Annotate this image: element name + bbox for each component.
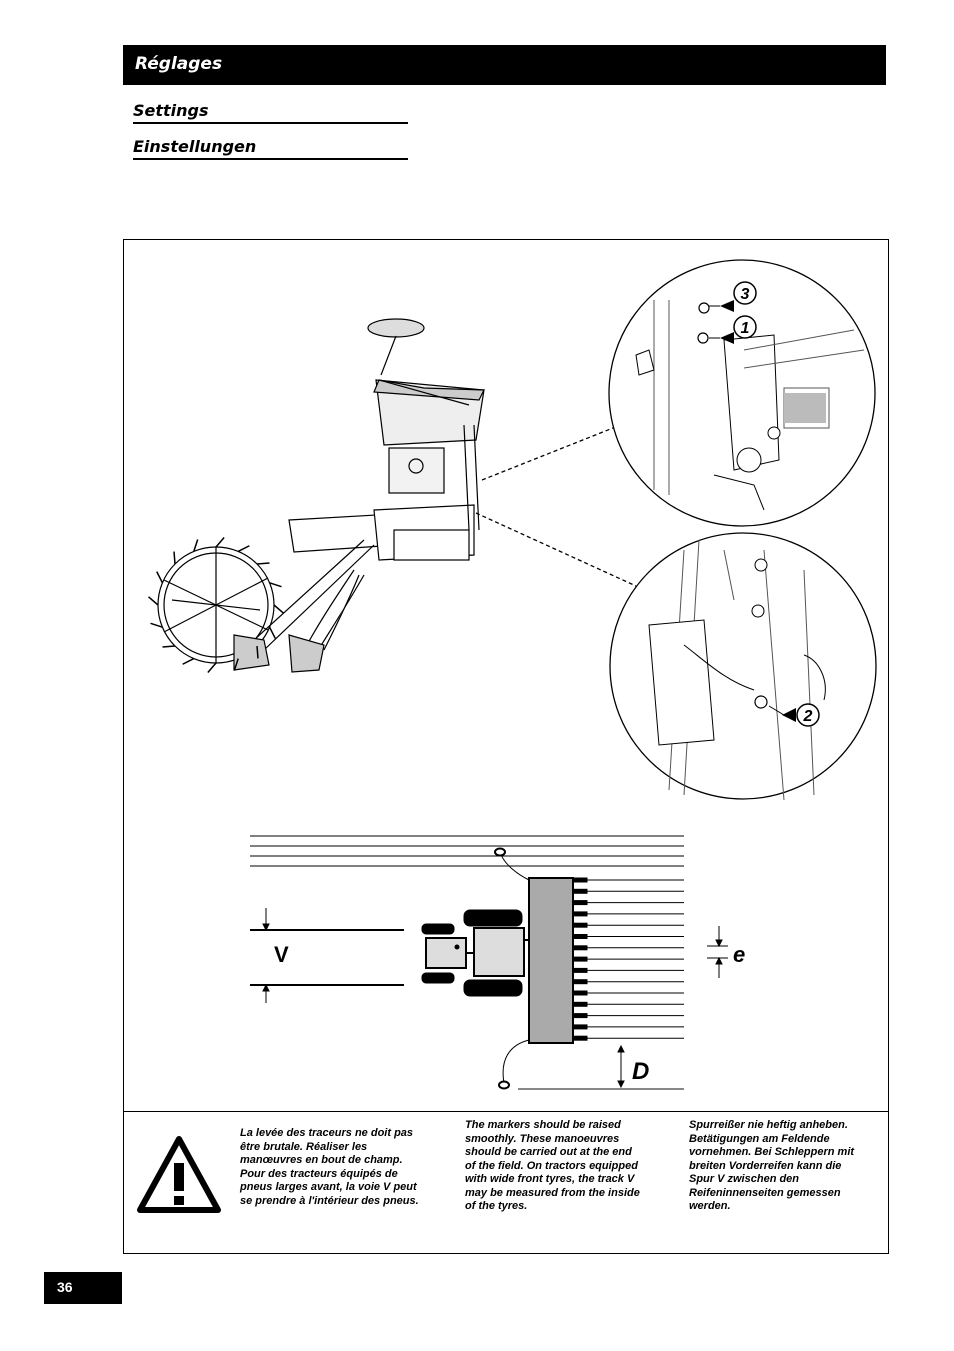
- page-title: Réglages: [135, 54, 223, 74]
- wheel-spike: [182, 657, 195, 665]
- wheel-spike: [148, 596, 159, 606]
- wheel-spike: [193, 539, 199, 552]
- note-french: La levée des traceurs ne doit pas être b…: [240, 1127, 419, 1207]
- callout-3-label: 3: [741, 286, 750, 303]
- technical-illustration: 3 1 2: [148, 259, 877, 1090]
- wheel-spike: [150, 622, 163, 628]
- wheel-spike: [233, 658, 239, 671]
- subheading-settings: Settings: [133, 101, 408, 124]
- callout-2: 2: [768, 703, 820, 727]
- wheel-spike: [215, 537, 225, 548]
- seed-row-tine: [572, 888, 588, 894]
- seed-row-tine: [572, 900, 588, 906]
- seed-row-tine: [572, 1024, 588, 1030]
- seed-row-tine: [572, 1013, 588, 1019]
- seed-row-tine: [572, 990, 588, 996]
- seed-row-tine: [572, 911, 588, 917]
- wheel-spike: [237, 545, 250, 553]
- note-german: Spurreißer nie heftig anheben. Betätigun…: [689, 1119, 855, 1212]
- wheel-spike: [273, 604, 284, 614]
- wheel-spike: [256, 645, 259, 659]
- seed-row-tine: [572, 934, 588, 939]
- callout-3: 3: [709, 281, 757, 312]
- wheel-spike: [268, 626, 276, 639]
- seed-row-tine: [572, 1035, 588, 1041]
- wheel-spike: [207, 662, 217, 673]
- seed-row-tine: [572, 922, 588, 928]
- note-english: The markers should be raised smoothly. T…: [465, 1119, 640, 1212]
- warning-icon: [137, 1136, 221, 1213]
- seed-rows: [572, 877, 684, 1041]
- pointer-line-bottom: [475, 512, 637, 587]
- callout-1: 1: [709, 315, 757, 344]
- pointer-line-top: [481, 425, 619, 481]
- seed-row-tine: [572, 877, 588, 883]
- callout-1-label: 1: [741, 320, 750, 337]
- callout-2-label: 2: [803, 708, 813, 725]
- seed-row-tine: [572, 967, 588, 973]
- track-diagram: [250, 835, 728, 1090]
- seed-row-tine: [572, 956, 588, 962]
- wheel-spike: [269, 582, 282, 588]
- wheel-spike: [156, 571, 164, 584]
- wheel-spikes: [148, 537, 284, 673]
- page-number: 36: [57, 1279, 73, 1295]
- seeder-unit-drawing: [157, 318, 485, 673]
- header-bar: Réglages: [123, 45, 886, 85]
- wheel-spike: [162, 645, 176, 648]
- seed-row-tine: [572, 979, 588, 985]
- detail-circle-top: [608, 259, 876, 527]
- seed-row-tine: [572, 945, 588, 951]
- detail-circle-bottom: [609, 532, 877, 801]
- wheel-spike: [173, 551, 176, 565]
- label-V: V: [274, 942, 289, 967]
- subheading-einstellungen: Einstellungen: [133, 137, 408, 160]
- seed-row-tine: [572, 1001, 588, 1007]
- label-D: D: [632, 1058, 649, 1085]
- page-number-box: 36: [44, 1272, 122, 1304]
- section-divider: [124, 1111, 888, 1112]
- grid-plate: [784, 393, 826, 423]
- wheel-spike: [256, 562, 270, 565]
- label-e: e: [733, 942, 745, 967]
- content-frame: 3 1 2: [123, 239, 889, 1254]
